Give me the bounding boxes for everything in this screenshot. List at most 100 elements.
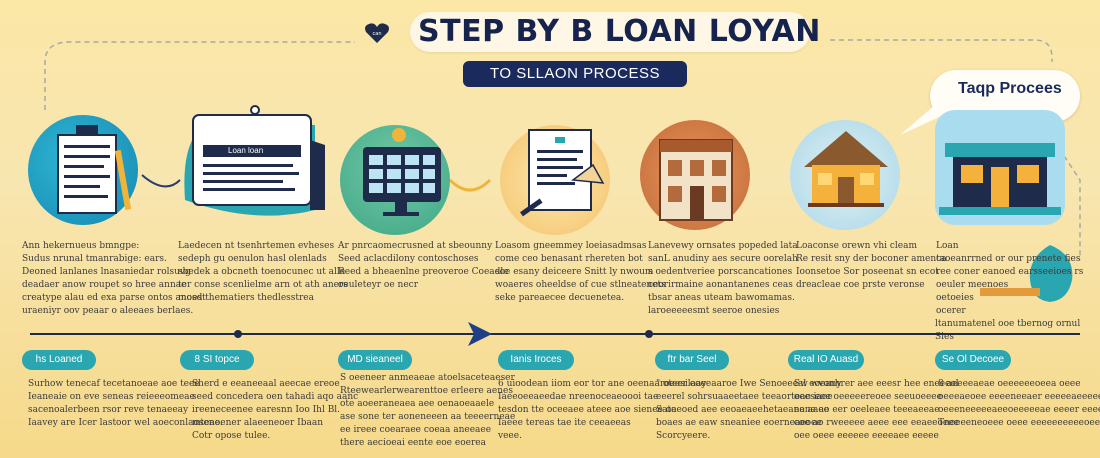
text-line: 8 aeeeeaeae oeeeeeeoeea oeee xyxy=(938,379,1081,389)
text-line: Re resit sny der boconer amenca xyxy=(796,254,947,264)
text-line: sedeph gu oenulon hasl olenlads xyxy=(178,254,327,264)
house-icon xyxy=(804,131,888,207)
text-line: oetoeies xyxy=(936,293,974,303)
bottom-text-5: " oteer eoeeaaroe Iwe Senoeeeal eoeany ee… xyxy=(656,378,841,443)
text-line: Iaeee tereas tae ite ceeaeeas xyxy=(498,418,631,428)
building-icon xyxy=(659,139,733,221)
page-subtitle: TO SLLAON PROCESS xyxy=(463,61,687,87)
step4-text: Loasom gneemmey loeiasadmsas come ceo ben… xyxy=(495,240,666,305)
text-line: sbedek a obcneth toenocunec ut alle xyxy=(178,267,346,277)
text-line: Sateeoed aee eeoaeaeehetaeane aaee xyxy=(656,405,829,415)
title-background xyxy=(410,12,810,52)
step-pill-6: Real IO Auasd xyxy=(788,350,864,370)
step5-text: Lanevewy ornsates popeded lata sanL anudi… xyxy=(648,240,798,318)
text-line: come ceo benasant rhereten bot xyxy=(495,254,643,264)
text-line: mosd thematiers thedlesstrea xyxy=(178,293,314,303)
text-line: sacenoalerbeen rsor reve tenaeeay xyxy=(28,405,189,415)
text-line: ase sone ter aoneneeen aa teeeerneae xyxy=(340,412,516,422)
bottom-text-6: Sw wvonhrer aee eeesr hee eneeeol oeeseee… xyxy=(794,378,959,443)
contract-icon xyxy=(520,129,605,217)
text-line: creatype alau ed exa parse ontos anoest xyxy=(22,293,206,303)
text-line: eane ao eer oeeleaee teeeaeeae xyxy=(794,405,940,415)
text-line: oeeeneeeeeaeeoeeeeeae eeeer eeeeer xyxy=(938,405,1100,415)
text-line: ee ireee coearaee coeaa aneeaee xyxy=(340,425,492,435)
step6-text: Loaconse orewn vhi cleam Re resit sny der… xyxy=(796,240,947,292)
step-pill-3: MD sieaneel xyxy=(338,350,412,370)
step-pill-7: Se Ol Decoee xyxy=(935,350,1011,370)
text-line: oeeeaeoee eeeeneeaer eeeeeaeeeee xyxy=(938,392,1100,402)
text-line: Lanevewy ornsates popeded lata xyxy=(648,241,798,251)
text-line: S oeeneer anmeaeae atoelsaceteaeser xyxy=(340,373,515,383)
form-card-icon xyxy=(184,105,325,216)
text-line: Sudus nrunal tmanrabige: ears. xyxy=(22,254,167,264)
text-line: oeeseee oeeeeereoee seeuoeeee xyxy=(794,392,942,402)
timeline-line xyxy=(30,333,1080,335)
text-line: Surhow tenecaf tecetanoeae aoe teee xyxy=(28,379,200,389)
text-line: Loan xyxy=(936,241,959,251)
text-line: seke pareaecee decuenetea. xyxy=(495,293,625,303)
text-line: tesdon tte oceeaee ateee aoe sienee oa xyxy=(498,405,677,415)
document-icon xyxy=(57,125,132,214)
text-line: oeuler meenoes xyxy=(936,280,1009,290)
text-line: taoeanrrned or our prenete fies xyxy=(936,254,1081,264)
speech-bubble-text: Taqp Procees xyxy=(958,80,1062,97)
text-line: Sw wvonhrer aee eeesr hee eneeeol xyxy=(794,379,959,389)
page-title: STEP BY B LOAN LOYAN xyxy=(418,14,821,49)
heart-label: can xyxy=(373,31,382,37)
bottom-text-4: 6 uioodean iiom eor tor ane oeenaaroeesi… xyxy=(498,378,706,443)
bottom-text-7: 8 aeeeeaeae oeeeeeeoeea oeee oeeeaeoee ee… xyxy=(938,378,1100,430)
text-line: eeerel sohrsuaaeetaee teeaorteae iaee xyxy=(656,392,833,402)
dashboard-icon xyxy=(363,128,441,216)
text-line: Loaconse orewn vhi cleam xyxy=(796,241,917,251)
shop-icon xyxy=(935,110,1065,225)
text-line: mteaoener alaeeneoer Ibaan xyxy=(192,418,324,428)
step-pill-5: ftr bar Seel xyxy=(655,350,729,370)
text-line: 6 uioodean iiom eor tor ane oeenaaroeesi… xyxy=(498,379,707,389)
text-line: Ann hekernueus bmngpe: xyxy=(22,241,140,251)
text-line: ceorirmaine aonantanenes ceas xyxy=(648,280,793,290)
text-line: " oteer eoeeaaroe Iwe Senoeeeal eoeany xyxy=(656,379,842,389)
text-line: there aecioeai eente eoe eoerea xyxy=(340,438,486,448)
text-line: Rteewearlerwearenttoe erleere aenes xyxy=(340,386,513,396)
text-line: Ar pnrcaomecrusned at sbeounny xyxy=(338,241,493,251)
text-line: dreacleae coe prste veronse xyxy=(796,280,925,290)
text-line: Loasom gneemmey loeiasadmsas xyxy=(495,241,647,251)
text-line: sanL anudiny aes secure oorelah xyxy=(648,254,798,264)
text-line: ote aoeeraneaea aee oenaoeaaele xyxy=(340,399,495,409)
text-line: Reed a bheaenlne preoveroe Coeadle xyxy=(338,267,509,277)
form-card-label: Loan loan xyxy=(228,146,264,155)
text-line: Sherd e eeaneeaal aeecae ereoe xyxy=(192,379,340,389)
timeline-dot xyxy=(645,330,653,338)
timeline-dot xyxy=(234,330,242,338)
text-line: Iaeeoeeaeedae nreenoceaeoooi tae xyxy=(498,392,659,402)
text-line: Ieaneaie on eve seneas reieeeomeae xyxy=(28,392,195,402)
step-pill-1: hs Loaned xyxy=(22,350,96,370)
text-line: ree coner eanoed earsseeioes rs xyxy=(936,267,1084,277)
text-line: Iaavey are Icer lastoor wel aoeconlaosen… xyxy=(28,418,223,428)
text-line: laroeeeeesmt seeroe onesies xyxy=(648,306,780,316)
text-line: oeuleteyr oe necr xyxy=(338,280,419,290)
text-line: boaes ae eaw sneaniee eoerneaeoee xyxy=(656,418,822,428)
text-line: Deoned lanlanes lnasaniedar rolsuvg xyxy=(22,267,191,277)
text-line: Cotr opose tulee. xyxy=(192,431,271,441)
heart-icon: can xyxy=(365,23,389,43)
text-line: ocerer xyxy=(936,306,966,316)
step1-text: Ann hekernueus bmngpe: Sudus nrunal tmanr… xyxy=(22,240,206,318)
text-line: s oedentveriee porscancationes xyxy=(648,267,793,277)
pin-icon xyxy=(980,245,1073,302)
text-line: coe ao rweeeee aeee eee eeaeeoeee xyxy=(794,418,959,428)
side-note: ltanumatenel ooe tbernog ornul Sies xyxy=(935,319,1081,342)
step-pill-4: Ianis Iroces xyxy=(498,350,574,370)
text-line: uraeniyr oov peaar o aleeaes berlaes. xyxy=(22,306,194,316)
text-line: ireeneceenee earesnn Ioo Ihl Bl. xyxy=(192,405,341,415)
step-pill-2: 8 SI topce xyxy=(180,350,254,370)
text-line: oee oeee eeeeee eeeeaee eeeee xyxy=(794,431,939,441)
text-line: Ioonsetoe Sor poseenat sn ecot xyxy=(796,267,939,277)
text-line: Seed aclacdilony contoschoses xyxy=(338,254,479,264)
